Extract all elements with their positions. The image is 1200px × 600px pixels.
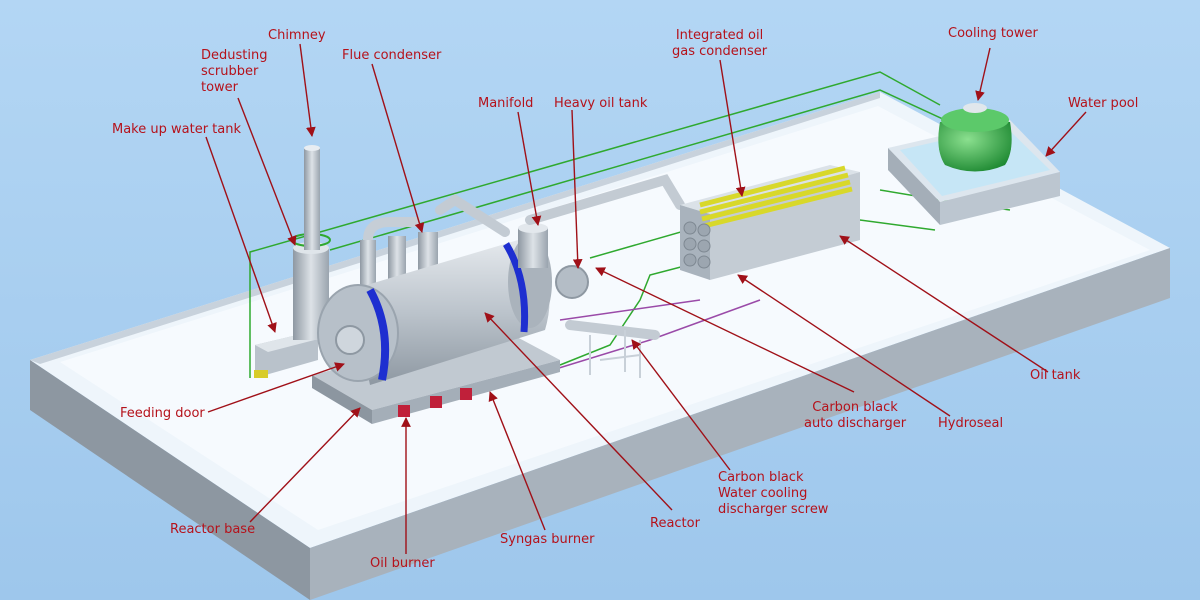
- annotation-arrows: [205, 43, 1087, 554]
- carbon-black-screw: [565, 320, 660, 378]
- arrow-heavy-oil-tank: [571, 109, 583, 269]
- arrow-oil-tank: [839, 235, 1049, 373]
- label-flue-condenser: Flue condenser: [342, 48, 442, 63]
- label-heavy-oil-tank: Heavy oil tank: [554, 96, 648, 111]
- label-oil-burner: Oil burner: [370, 556, 435, 571]
- label-dedusting-scrubber-tower: Dedusting scrubber tower: [201, 48, 268, 95]
- arrow-make-up-water-tank: [205, 136, 277, 333]
- label-hydroseal: Hydroseal: [938, 416, 1004, 431]
- arrow-dedusting: [237, 97, 297, 246]
- arrow-syngas-burner: [488, 391, 546, 531]
- label-carbon-black-screw: Carbon black Water cooling discharger sc…: [718, 470, 829, 517]
- label-chimney: Chimney: [268, 28, 326, 43]
- chimney: [304, 145, 320, 250]
- label-reactor-base: Reactor base: [170, 522, 256, 537]
- integrated-oil-gas-condenser: [680, 165, 860, 280]
- manifold: [518, 223, 548, 268]
- arrow-flue-condenser: [371, 63, 425, 233]
- label-cooling-tower: Cooling tower: [948, 26, 1038, 41]
- arrow-carbon-black-screw: [631, 339, 731, 471]
- arrow-carbon-black-auto: [595, 267, 855, 393]
- label-make-up-water-tank: Make up water tank: [112, 122, 242, 137]
- arrow-chimney: [299, 43, 316, 137]
- base-platform: [30, 92, 1170, 600]
- label-water-pool: Water pool: [1068, 96, 1139, 111]
- label-integrated-oil-gas-condenser: Integrated oil gas condenser: [672, 28, 768, 59]
- cooling-tower: [938, 103, 1012, 172]
- arrow-reactor: [484, 312, 673, 511]
- label-reactor: Reactor: [650, 516, 700, 531]
- arrow-integrated-condenser: [719, 59, 746, 197]
- label-syngas-burner: Syngas burner: [500, 532, 595, 547]
- label-oil-tank: Oil tank: [1030, 368, 1081, 383]
- label-carbon-black-auto-discharger: Carbon black auto discharger: [804, 400, 907, 431]
- arrow-hydroseal: [737, 274, 951, 417]
- heavy-oil-tank: [555, 265, 589, 299]
- arrow-water-pool: [1045, 111, 1087, 157]
- label-manifold: Manifold: [478, 96, 534, 111]
- arrow-reactor-base: [249, 407, 361, 523]
- arrow-cooling-tower: [975, 47, 991, 101]
- label-feeding-door: Feeding door: [120, 406, 205, 421]
- arrow-manifold: [517, 111, 542, 226]
- arrow-feeding-door: [207, 362, 345, 413]
